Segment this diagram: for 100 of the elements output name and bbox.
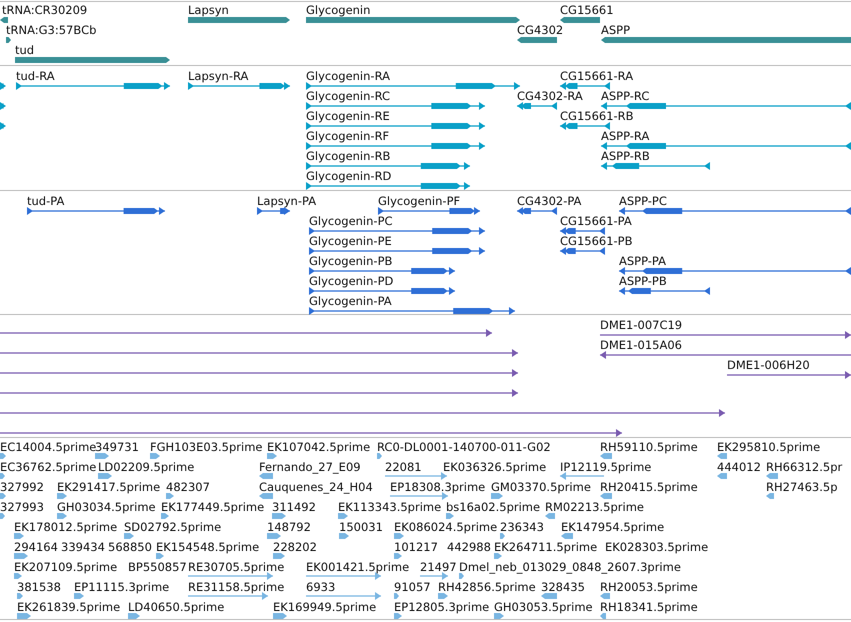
feature-label: 381538 — [17, 580, 61, 594]
feature-label: EP18308.3prime — [390, 480, 486, 494]
feature-label: BP550857 — [128, 560, 187, 574]
feature-label: ASPP-PB — [619, 274, 667, 288]
feature-label: 294164 — [14, 540, 58, 554]
feature-label: CG4302-RA — [517, 89, 583, 103]
feature-label: EK147954.5prime — [561, 520, 664, 534]
feature-label: 327992 — [0, 480, 44, 494]
feature-label: RH18341.5prime — [600, 600, 698, 614]
feature-label: CG15661-PB — [560, 234, 632, 248]
feature-label: IP12119.5prime — [560, 460, 652, 474]
feature-label: EC36762.5prime — [0, 460, 96, 474]
feature-label: EK154548.5prime — [156, 540, 260, 554]
feature-label: RC0-DL0001-140700-011-G02 — [377, 440, 551, 454]
feature-label: 349731 — [95, 440, 139, 454]
feature-label: EK178012.5prime — [14, 520, 118, 534]
feature-label: EK028303.5prime — [605, 540, 708, 554]
feature-label: ASPP-RC — [601, 89, 650, 103]
feature-label: Glycogenin — [306, 3, 370, 17]
feature-label: Lapsyn — [188, 3, 229, 17]
feature-label: 21497 — [420, 560, 457, 574]
feature-label: tud-PA — [27, 194, 64, 208]
feature-label: 339434 — [61, 540, 105, 554]
feature-label: 444012 — [717, 460, 761, 474]
feature-label: EK261839.5prime — [17, 600, 120, 614]
feature-label: GH03053.5prime — [494, 600, 593, 614]
feature-label: 328435 — [541, 580, 585, 594]
feature-label: Lapsyn-PA — [257, 194, 316, 208]
feature-label: RH20053.5prime — [600, 580, 698, 594]
feature-label: ASPP-RA — [601, 129, 650, 143]
feature-label: RH42856.5prime — [438, 580, 536, 594]
feature-label: SD02792.5prime — [124, 520, 222, 534]
feature-label: EK264711.5prime — [494, 540, 598, 554]
feature-label: GH03034.5prime — [57, 500, 156, 514]
feature-label: 22081 — [385, 460, 422, 474]
feature-label: tud — [15, 43, 34, 57]
feature-label: DME1-015A06 — [600, 338, 682, 352]
feature-label: ASPP-RB — [601, 149, 650, 163]
feature-label: 327993 — [0, 500, 44, 514]
feature-label: ASPP-PA — [619, 254, 666, 268]
feature-label: EK207109.5prime — [14, 560, 118, 574]
feature-label: Fernando_27_E09 — [259, 460, 361, 474]
feature-label: EP12805.3prime — [394, 600, 490, 614]
feature-label: Dmel_neb_013029_0848_2607.3prime — [459, 560, 681, 574]
feature-label: GM03370.5prime — [491, 480, 591, 494]
feature-label: RE30705.5prime — [188, 560, 284, 574]
feature-label: 311492 — [272, 500, 316, 514]
feature-label: EK086024.5prime — [394, 520, 498, 534]
feature-label: 148792 — [267, 520, 311, 534]
feature-label: Glycogenin-RE — [306, 109, 390, 123]
feature-label: RH20415.5prime — [600, 480, 698, 494]
feature-label: 101217 — [394, 540, 438, 554]
feature-label: 236343 — [500, 520, 544, 534]
feature-label: CG15661-RB — [560, 109, 634, 123]
feature-label: EK177449.5prime — [161, 500, 264, 514]
feature-label: EK291417.5prime — [57, 480, 160, 494]
feature-label: RH27463.5p — [766, 480, 838, 494]
feature-label: RE31158.5prime — [188, 580, 284, 594]
feature-label: CG15661-PA — [560, 214, 632, 228]
feature-label: Glycogenin-PB — [309, 254, 392, 268]
feature-label: 228202 — [273, 540, 317, 554]
feature-label: EK036326.5prime — [443, 460, 546, 474]
feature-label: EC14004.5prime — [0, 440, 96, 454]
feature-label: EK107042.5prime — [267, 440, 370, 454]
feature-label: Glycogenin-PE — [309, 234, 392, 248]
feature-label: EK113343.5prime — [338, 500, 442, 514]
feature-label: Glycogenin-RC — [306, 89, 390, 103]
feature-label: DME1-006H20 — [727, 358, 810, 372]
feature-label: ASPP — [601, 23, 630, 37]
feature-label: Glycogenin-PD — [309, 274, 394, 288]
feature-label: RM02213.5prime — [545, 500, 644, 514]
feature-label: RH59110.5prime — [600, 440, 698, 454]
feature-label: Cauquenes_24_H04 — [259, 480, 373, 494]
feature-label: Glycogenin-PF — [378, 194, 460, 208]
feature-label: Glycogenin-PC — [309, 214, 393, 228]
feature-label: Glycogenin-RB — [306, 149, 390, 163]
feature-label: bs16a02.5prime — [446, 500, 540, 514]
feature-label: Glycogenin-PA — [309, 294, 392, 308]
feature-label: 482307 — [166, 480, 210, 494]
feature-label: tRNA:CR30209 — [2, 3, 88, 17]
feature-label: CG4302 — [517, 23, 564, 37]
feature-label: Glycogenin-RA — [306, 69, 390, 83]
feature-label: CG15661 — [560, 3, 614, 17]
feature-label: DME1-007C19 — [600, 318, 682, 332]
feature-label: Glycogenin-RD — [306, 169, 392, 183]
feature-label: CG4302-PA — [517, 194, 582, 208]
feature-label: Lapsyn-RA — [188, 69, 248, 83]
feature-label: tRNA:G3:57BCb — [6, 23, 96, 37]
feature-label: CG15661-RA — [560, 69, 634, 83]
feature-label: EP11115.3prime — [74, 580, 170, 594]
feature-label: Glycogenin-RF — [306, 129, 390, 143]
feature-label: 6933 — [306, 580, 336, 594]
feature-label: 442988 — [447, 540, 491, 554]
feature-label: EK001421.5prime — [306, 560, 410, 574]
feature-label: EK169949.5prime — [273, 600, 376, 614]
feature-label: FGH103E03.5prime — [150, 440, 262, 454]
feature-label: EK295810.5prime — [717, 440, 820, 454]
feature-label: 568850 — [108, 540, 152, 554]
feature-label: RH66312.5pr — [766, 460, 842, 474]
feature-label: LD02209.5prime — [98, 460, 194, 474]
